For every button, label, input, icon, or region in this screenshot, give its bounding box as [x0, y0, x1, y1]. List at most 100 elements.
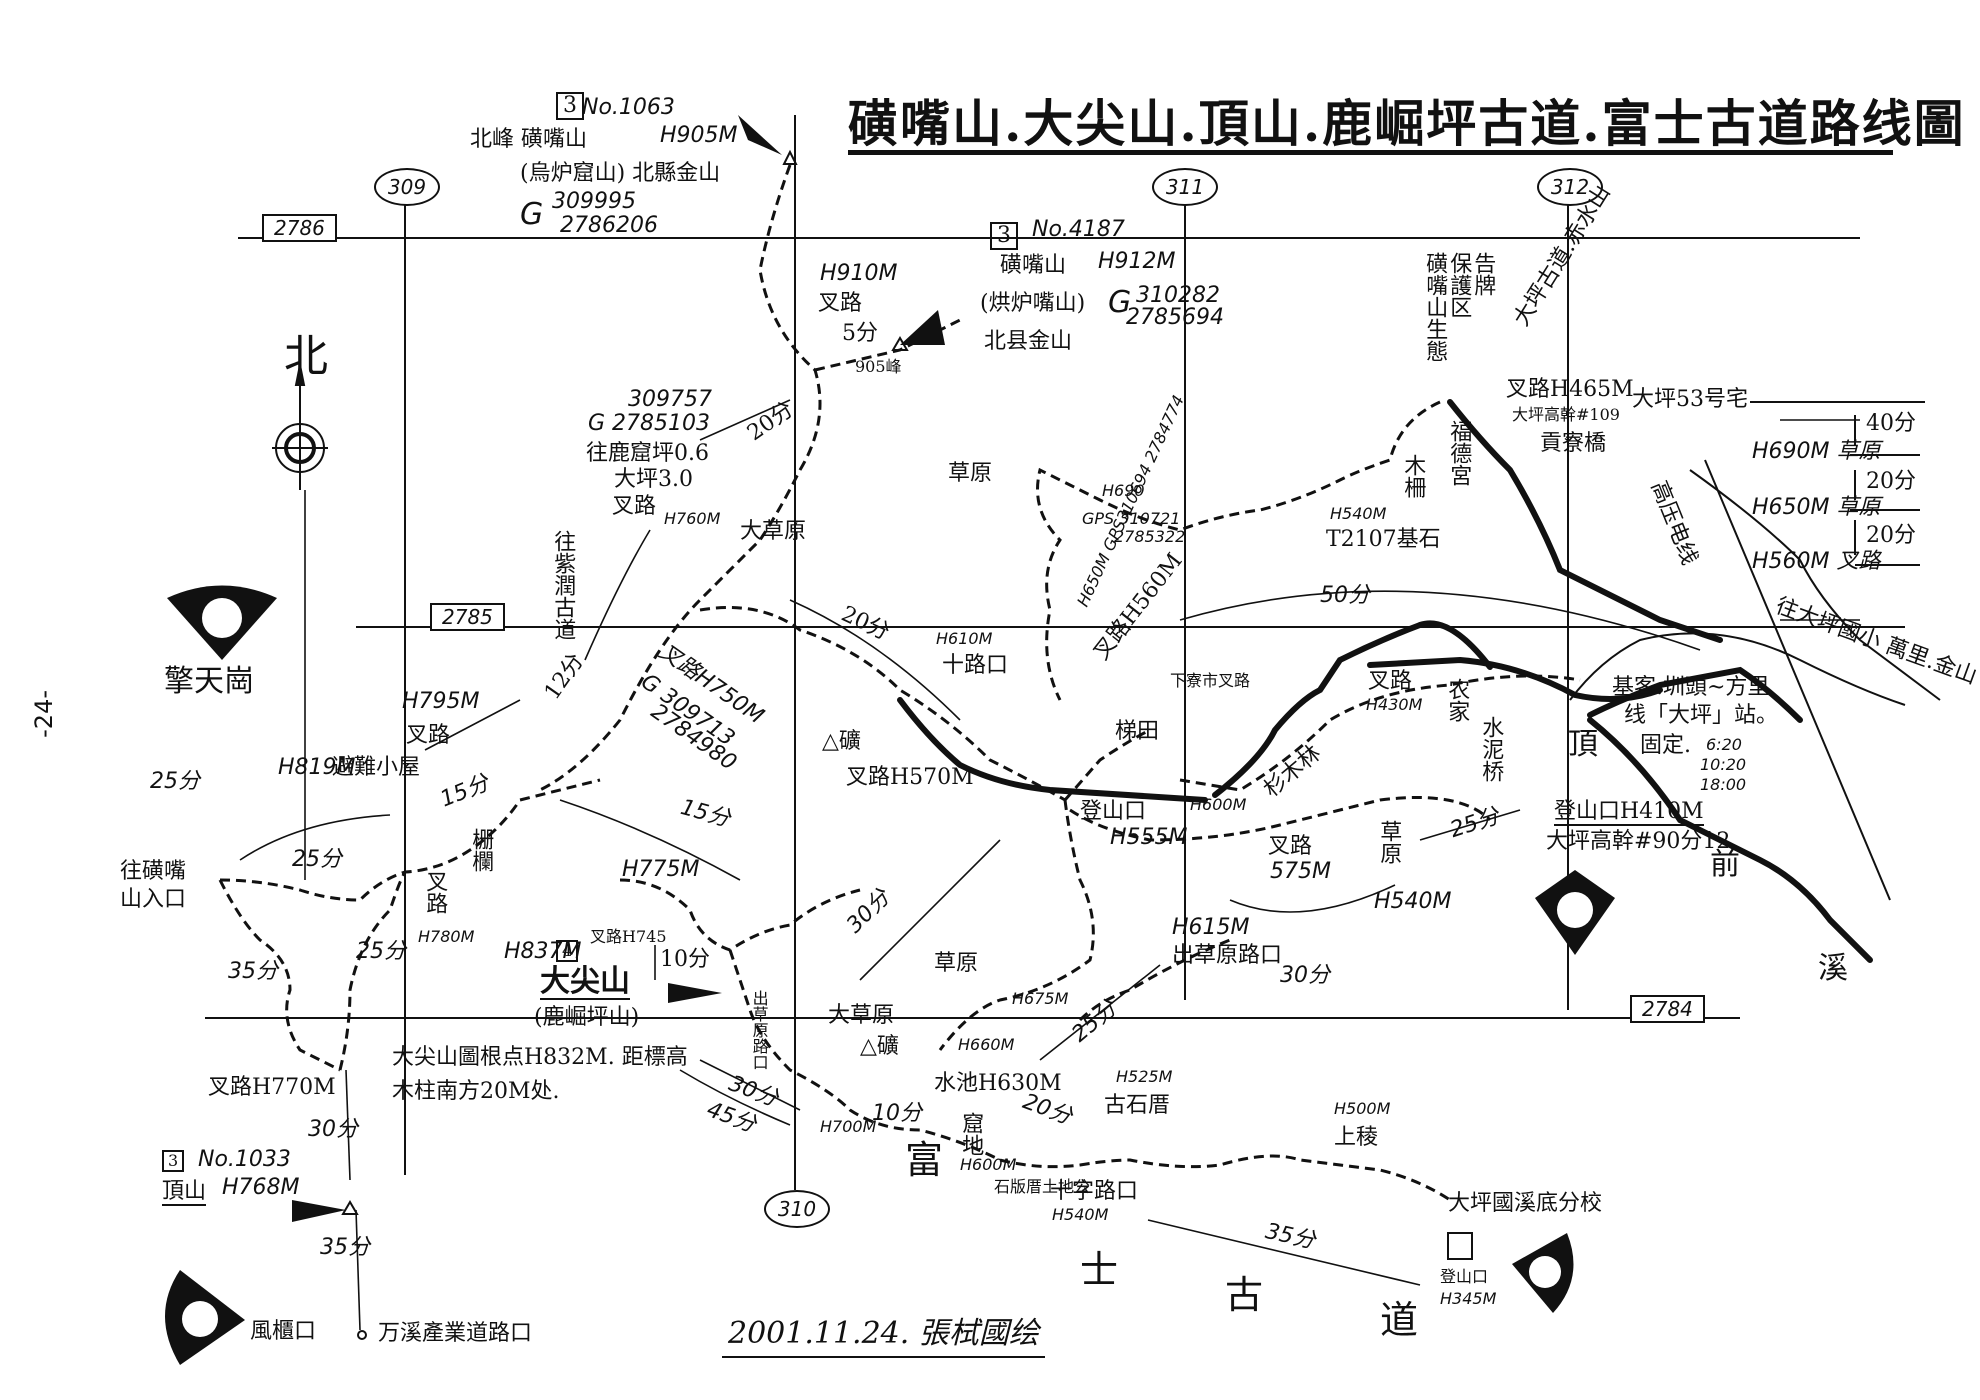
- bus-info-2: 线「大坪」站。: [1624, 703, 1779, 728]
- grid-northing-2784: 2784: [1630, 995, 1705, 1023]
- datian-name: 大尖山: [540, 964, 630, 1000]
- h540-a-label: H540M: [1374, 889, 1452, 914]
- h700-label: H700M: [820, 1117, 877, 1136]
- big-grass-b-label: 大草原: [828, 1003, 895, 1028]
- min-5-label: 5分: [842, 321, 878, 346]
- h775-label: H775M: [622, 857, 700, 882]
- map-footer-credit: 2001.11.24. 張栻國绘: [722, 1308, 1045, 1358]
- cross-610-label: 十路口: [942, 653, 1009, 678]
- legend-time-ladder: [1750, 401, 1925, 566]
- to-huangzui-label: 往磺嘴: [120, 859, 187, 884]
- bus-time-3: 18:00: [1700, 775, 1747, 794]
- min-25-d-label: 25分: [356, 939, 406, 964]
- h610-label: H610M: [936, 629, 993, 648]
- grid-northing-2785: 2785: [430, 603, 505, 631]
- min-10-c-label: 10分: [660, 947, 710, 972]
- sign-label-1: 告牌: [1470, 252, 1496, 296]
- pond-600-label: 窟地: [958, 1112, 984, 1156]
- main-peak-coord-e: 310282: [1136, 283, 1220, 308]
- terrace-label: 梯田: [1115, 719, 1160, 744]
- page-number: -24-: [30, 690, 58, 738]
- junction-760-label: 叉路: [612, 494, 657, 519]
- h615-label: H615M: [1172, 915, 1250, 940]
- main-peak-marker: 3: [990, 222, 1018, 251]
- time-arrows: [239, 399, 1860, 1331]
- pond-label: 水池H630M: [934, 1071, 1062, 1096]
- gps-310721: GPS 310721: [1082, 509, 1181, 528]
- bus-stop-icons: [165, 585, 1615, 1365]
- big-grass-a-label: 大草原: [740, 519, 807, 544]
- h760-label: H760M: [664, 509, 721, 528]
- compass: [272, 364, 328, 490]
- min-35-b-label: 35分: [320, 1235, 370, 1260]
- h690-gps-label: H690: [1102, 481, 1145, 500]
- grass-540-label: 草原: [1376, 820, 1402, 864]
- daping-53-label: 大坪53号宅: [1632, 387, 1748, 412]
- main-peak-coord-n: 2785694: [1126, 305, 1224, 330]
- main-peak-county: 北县金山: [984, 329, 1073, 354]
- farm-label: 农家: [1444, 678, 1470, 722]
- junction-795-label: 叉路: [406, 723, 451, 748]
- old-stone-label: 古石厝: [1104, 1093, 1171, 1118]
- legend-time-3: 20分: [1866, 523, 1916, 548]
- north-peak-name: 北峰 磺嘴山: [470, 127, 587, 152]
- junction-770-label: 叉路H770M: [208, 1075, 336, 1100]
- min-50-label: 50分: [1320, 583, 1370, 608]
- h600-a-label: H600M: [1190, 795, 1247, 814]
- legend-elev-1: H690M 草原: [1752, 439, 1881, 464]
- coord-g2785103: G 2785103: [588, 411, 711, 436]
- route-char-shi: 士: [1080, 1248, 1119, 1292]
- north-peak-marker: 3: [556, 92, 584, 121]
- daping-109-label: 大坪高幹#109: [1512, 405, 1620, 424]
- min-10-d-label: 10分: [872, 1101, 922, 1126]
- min-25-c-label: 25分: [150, 769, 200, 794]
- main-peak-name: 磺嘴山: [1000, 253, 1067, 278]
- junction-430-label: 叉路: [1368, 669, 1413, 694]
- dingshan-marker: 3: [162, 1150, 185, 1172]
- h795-label: H795M: [402, 689, 480, 714]
- route-char-ding: 頂: [1568, 727, 1598, 762]
- junction-465-label: 叉路H465M: [1506, 377, 1634, 402]
- main-peak-elevation: H912M: [1098, 249, 1176, 274]
- datian-note-1: 大尖山圖根点H832M. 距標高: [392, 1045, 688, 1070]
- gps-2785322: 2785322: [1114, 527, 1186, 546]
- t2107-label: T2107基石: [1326, 527, 1441, 552]
- junction-745-label: 叉路H745: [590, 927, 667, 946]
- trailhead-410-label: 登山口H410M: [1554, 799, 1704, 827]
- bridge-label: 水泥桥: [1478, 716, 1504, 782]
- junction-780-label: 叉路: [422, 870, 448, 914]
- route-char-gu: 古: [1225, 1273, 1264, 1317]
- grid-easting-311: 311: [1152, 168, 1218, 206]
- h525-label: H525M: [1116, 1067, 1173, 1086]
- to-zidun-label: 往紫潤古道: [550, 530, 576, 640]
- road-end-icon: [357, 1330, 367, 1340]
- min-35-a-label: 35分: [228, 959, 278, 984]
- datian-alias: (鹿崛坪山): [534, 1005, 640, 1030]
- h555-label: H555M: [1110, 825, 1188, 850]
- h660-label: H660M: [958, 1035, 1015, 1054]
- north-peak-coord-prefix: G: [520, 197, 544, 232]
- route-char-dao: 道: [1380, 1298, 1419, 1342]
- dashed-trails: [218, 164, 1581, 1202]
- h345-label: H345M: [1440, 1289, 1497, 1308]
- route-char-fu: 富: [905, 1138, 944, 1182]
- min-30-a-label: 30分: [1280, 963, 1330, 988]
- legend-elev-3: H560M 叉路: [1752, 549, 1881, 574]
- school-label: 大坪國溪底分校: [1448, 1191, 1603, 1216]
- dingshan-number: No.1033: [198, 1147, 291, 1172]
- h500-label: H500M: [1334, 1099, 1391, 1118]
- trailhead-345-label: 登山口: [1440, 1267, 1489, 1286]
- coord-309757: 309757: [628, 387, 712, 412]
- north-peak-coord-e: 309995: [552, 189, 636, 214]
- to-luku-label: 往鹿窟坪0.6: [586, 441, 709, 466]
- main-peak-number: No.4187: [1032, 217, 1125, 242]
- to-daping-label: 大坪3.0: [614, 467, 693, 492]
- trig-markers: [341, 149, 909, 1215]
- h837-label: H837M: [504, 939, 582, 964]
- peak-905-label: 905峰: [855, 357, 902, 376]
- mine-a-label: △礦: [860, 1034, 899, 1059]
- h819-label: H819M: [278, 755, 356, 780]
- grid-northing-2786: 2786: [262, 214, 337, 242]
- legend-time-1: 40分: [1866, 411, 1916, 436]
